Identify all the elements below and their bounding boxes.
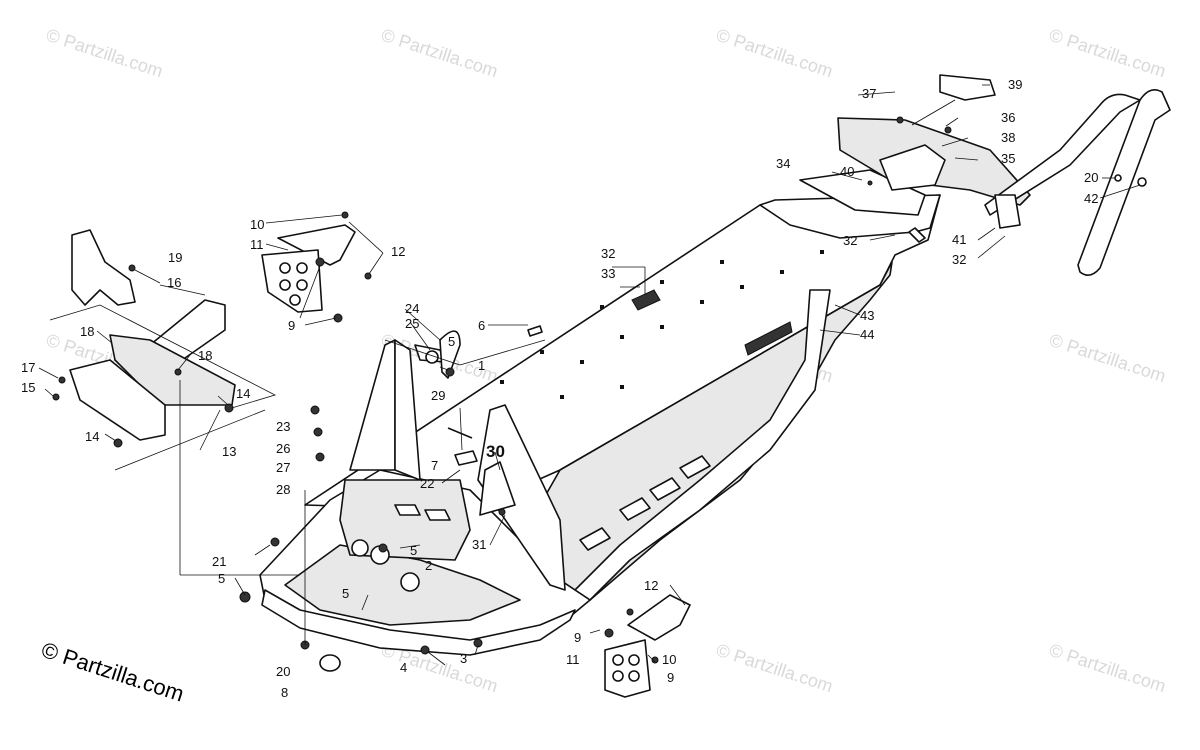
callout-30: 30 bbox=[486, 442, 505, 461]
callout-9: 9 bbox=[667, 670, 674, 685]
watermark: © Partzilla.com bbox=[379, 25, 501, 82]
rear-bumper bbox=[984, 89, 1171, 276]
callout-16: 16 bbox=[167, 275, 181, 290]
callout-9: 9 bbox=[288, 318, 295, 333]
callout-42: 42 bbox=[1084, 191, 1098, 206]
callout-34: 34 bbox=[776, 156, 790, 171]
callout-36: 36 bbox=[1001, 110, 1015, 125]
callout-37: 37 bbox=[862, 86, 876, 101]
leader-lines bbox=[38, 84, 1141, 666]
callout-27: 27 bbox=[276, 460, 290, 475]
callout-18: 18 bbox=[80, 324, 94, 339]
callout-41: 41 bbox=[952, 232, 966, 247]
callout-15: 15 bbox=[21, 380, 35, 395]
callout-23: 23 bbox=[276, 419, 290, 434]
callout-6: 6 bbox=[478, 318, 485, 333]
chassis-frame bbox=[259, 194, 941, 656]
watermark: © Partzilla.com bbox=[1047, 25, 1169, 82]
callout-32: 32 bbox=[843, 233, 857, 248]
watermark: © Partzilla.com bbox=[1047, 330, 1169, 387]
callout-44: 44 bbox=[860, 327, 874, 342]
watermark: © Partzilla.com bbox=[714, 640, 836, 697]
callout-40: 40 bbox=[840, 164, 854, 179]
callout-2: 2 bbox=[425, 558, 432, 573]
callout-32: 32 bbox=[952, 252, 966, 267]
callout-9: 9 bbox=[574, 630, 581, 645]
callout-32: 32 bbox=[601, 246, 615, 261]
callout-31: 31 bbox=[472, 537, 486, 552]
callout-14: 14 bbox=[236, 386, 250, 401]
callout-35: 35 bbox=[1001, 151, 1015, 166]
watermark: © Partzilla.com bbox=[44, 25, 166, 82]
callout-19: 19 bbox=[168, 250, 182, 265]
callout-11: 11 bbox=[250, 237, 264, 252]
callout-5: 5 bbox=[448, 334, 455, 349]
callout-5: 5 bbox=[410, 543, 417, 558]
callout-28: 28 bbox=[276, 482, 290, 497]
lower-right-plate bbox=[604, 594, 691, 698]
callout-4: 4 bbox=[400, 660, 407, 675]
callout-11: 11 bbox=[566, 652, 580, 667]
callout-21: 21 bbox=[212, 554, 226, 569]
callout-38: 38 bbox=[1001, 130, 1015, 145]
callout-22: 22 bbox=[420, 476, 434, 491]
callout-10: 10 bbox=[662, 652, 676, 667]
callout-39: 39 bbox=[1008, 77, 1022, 92]
callout-labels: 1 2 3 4 5 5 5 5 6 7 8 9 9 9 10 10 11 11 … bbox=[21, 77, 1098, 700]
watermark: © Partzilla.com bbox=[714, 25, 836, 82]
callout-43: 43 bbox=[860, 308, 874, 323]
callout-12: 12 bbox=[391, 244, 405, 259]
callout-8: 8 bbox=[281, 685, 288, 700]
callout-29: 29 bbox=[431, 388, 445, 403]
callout-24: 24 bbox=[405, 301, 419, 316]
callout-33: 33 bbox=[601, 266, 615, 281]
callout-17: 17 bbox=[21, 360, 35, 375]
callout-14: 14 bbox=[85, 429, 99, 444]
callout-12: 12 bbox=[644, 578, 658, 593]
callout-10: 10 bbox=[250, 217, 264, 232]
callout-13: 13 bbox=[222, 444, 236, 459]
callout-20: 20 bbox=[276, 664, 290, 679]
callout-7: 7 bbox=[431, 458, 438, 473]
callout-5: 5 bbox=[218, 571, 225, 586]
left-bracket-assembly bbox=[49, 229, 277, 471]
callout-3: 3 bbox=[460, 651, 467, 666]
tunnel-holes bbox=[500, 250, 824, 399]
callout-26: 26 bbox=[276, 441, 290, 456]
upper-left-plate bbox=[261, 211, 372, 323]
rear-storage-assembly bbox=[799, 74, 1031, 243]
copyright-text: © Partzilla.com bbox=[38, 637, 187, 707]
callout-18: 18 bbox=[198, 348, 212, 363]
side-cutouts bbox=[579, 455, 711, 551]
callout-25: 25 bbox=[405, 316, 419, 331]
callout-20: 20 bbox=[1084, 170, 1098, 185]
callout-5: 5 bbox=[342, 586, 349, 601]
watermark: © Partzilla.com bbox=[1047, 640, 1169, 697]
callout-1: 1 bbox=[478, 358, 485, 373]
